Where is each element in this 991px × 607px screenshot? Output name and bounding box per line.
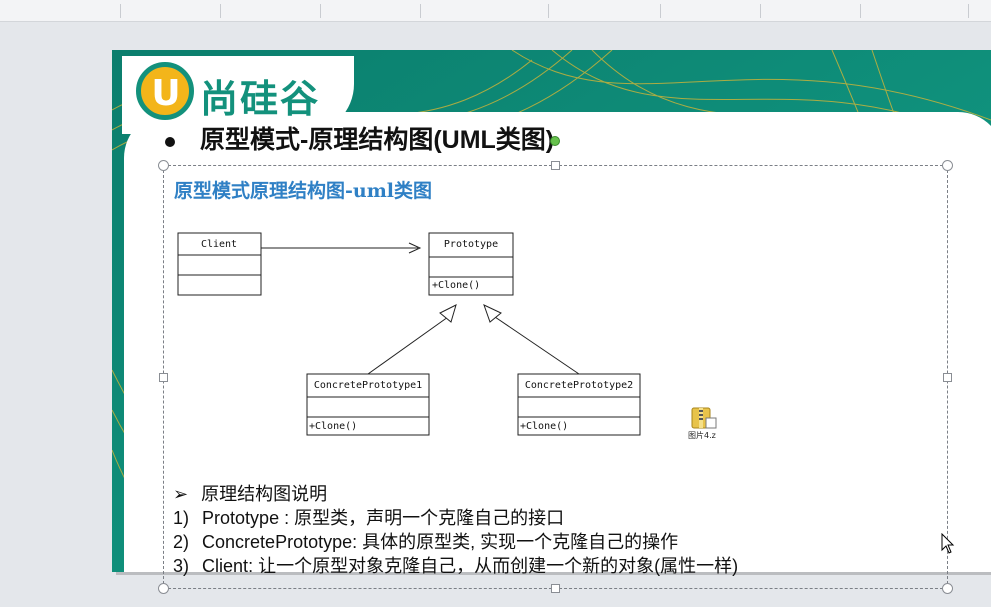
association-arrow [261,242,422,254]
title-bullet [165,137,175,147]
item-separator: : [352,532,363,552]
resize-handle-top-right[interactable] [942,160,953,171]
item-separator: : [279,508,295,528]
slide-canvas[interactable]: U 尚硅谷 [112,50,991,572]
logo-mark: U [151,73,181,114]
slide-title[interactable]: 原型模式-原理结构图(UML类图) [200,126,555,154]
client-class [177,232,262,296]
concrete-prototype-2-class [517,373,641,436]
description-block: ➢ 原理结构图说明 1) Prototype : 原型类，声明一个克隆自己的接口… [173,482,738,578]
resize-handle-right[interactable] [943,373,952,382]
resize-handle-left[interactable] [159,373,168,382]
prototype-class-name: Prototype [444,239,498,250]
description-heading: ➢ 原理结构图说明 [173,482,738,506]
concrete-prototype-1-class [306,373,430,436]
uml-class-diagram: Client Prototype +Clone() ConcreteProtot… [177,232,641,436]
concrete-prototype-2-method: +Clone() [520,421,568,432]
resize-handle-bottom-right[interactable] [942,583,953,594]
logo-text: 尚硅谷 [200,77,321,121]
item-separator: : [248,556,259,576]
diagram-title: 原型模式原理结构图-uml类图 [174,180,433,202]
top-ruler [0,0,991,22]
item-text: 原型类，声明一个克隆自己的接口 [294,508,565,528]
description-item: 2) ConcretePrototype: 具体的原型类, 实现一个克隆自己的操… [173,530,738,554]
description-item: 1) Prototype : 原型类，声明一个克隆自己的接口 [173,506,738,530]
logo-badge: U [136,62,194,120]
rotate-handle[interactable] [550,136,560,146]
item-text: 让一个原型对象克隆自己，从而创建一个新的对象(属性一样) [258,556,739,576]
resize-handle-top-left[interactable] [158,160,169,171]
prototype-method: +Clone() [432,280,480,291]
concrete-prototype-2-name: ConcretePrototype2 [525,380,633,391]
resize-handle-bottom[interactable] [551,584,560,593]
concrete-prototype-1-name: ConcretePrototype1 [314,380,422,391]
folder-zip-icon[interactable] [688,404,722,444]
item-text: 具体的原型类, 实现一个克隆自己的操作 [362,532,679,552]
concrete-prototype-1-method: +Clone() [309,421,357,432]
item-number: 1) [173,508,190,528]
file-icon-label: 图片4.z [688,431,716,440]
inheritance-arrows [367,304,580,375]
item-term: Client [202,556,249,576]
arrow-bullet-icon: ➢ [173,484,189,504]
resize-handle-top[interactable] [551,161,560,170]
item-term: Prototype [202,508,280,528]
mouse-pointer-icon [941,533,955,554]
item-number: 3) [173,556,190,576]
description-heading-text: 原理结构图说明 [201,484,328,504]
prototype-class [428,232,514,296]
resize-handle-bottom-left[interactable] [158,583,169,594]
item-number: 2) [173,532,190,552]
slide-content-area [124,112,991,572]
item-term: ConcretePrototype [202,532,353,552]
client-class-name: Client [201,239,237,250]
description-item: 3) Client: 让一个原型对象克隆自己，从而创建一个新的对象(属性一样) [173,554,738,578]
logo: U 尚硅谷 [122,56,354,134]
